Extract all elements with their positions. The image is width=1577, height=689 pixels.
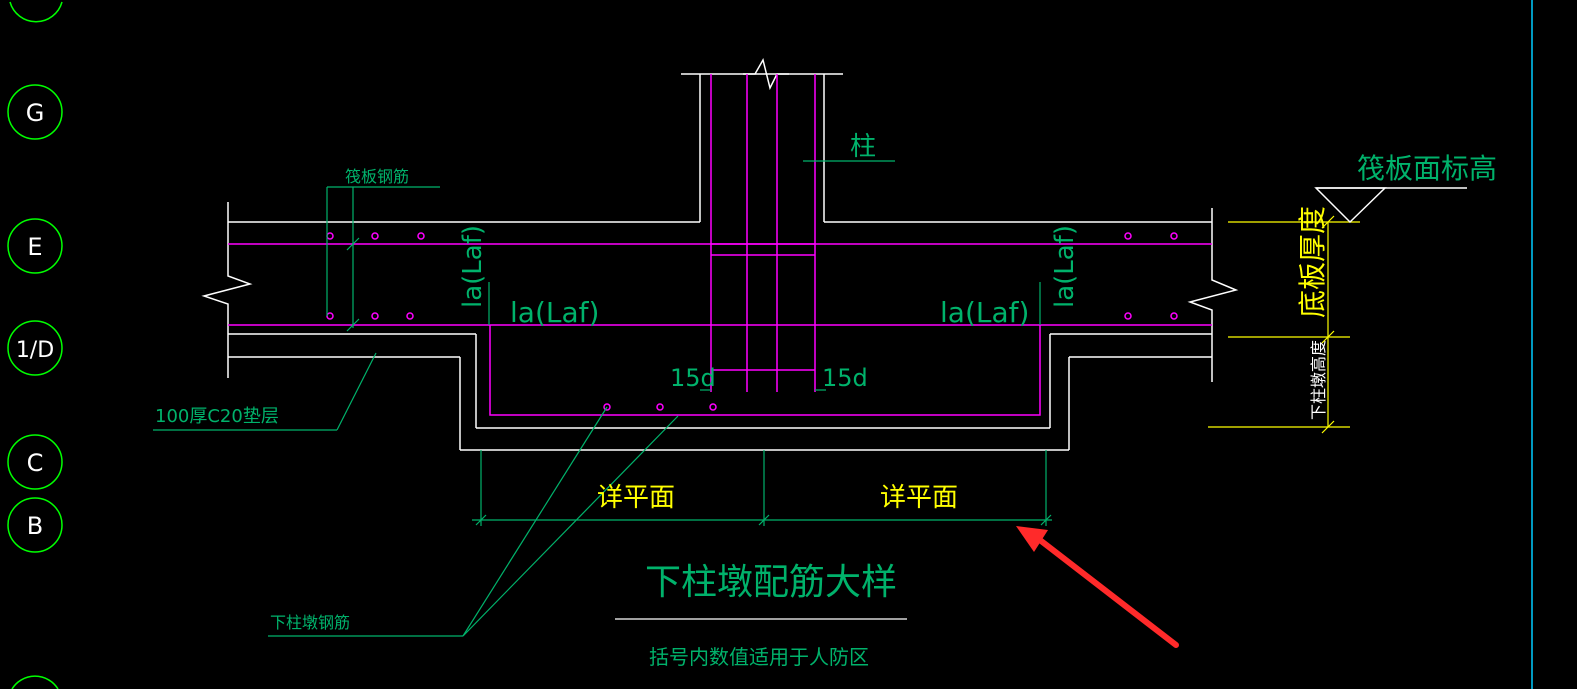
right-dimensions <box>1208 215 1360 434</box>
pier-rebar-leader-2 <box>462 415 679 637</box>
slab-break-right <box>1187 208 1239 382</box>
rebar-dot <box>1170 312 1178 320</box>
dim-tick <box>1321 420 1335 434</box>
anchor-label-horizontal-left: la(Laf) <box>510 296 599 329</box>
plan-dim-tick <box>758 514 770 526</box>
grid-bubble-g <box>7 84 63 140</box>
drawing-title: 下柱墩配筋大样 <box>645 562 897 603</box>
grid-label-g: G <box>26 99 45 127</box>
hook-label-right: 15d <box>822 364 868 392</box>
hook-label-left: 15d <box>670 364 716 392</box>
annotation-lines <box>153 160 1052 637</box>
rebar-dot <box>326 232 334 240</box>
concrete-outline <box>201 58 1239 451</box>
slab-dim-tick <box>346 318 360 332</box>
red-arrow <box>1016 526 1179 648</box>
rebar-dot <box>326 312 334 320</box>
raft-rebar-label: 筏板钢筋 <box>345 167 409 186</box>
grid-bubble-e <box>7 218 63 274</box>
anchor-label-vertical-right: la(Laf) <box>1050 225 1080 308</box>
cushion-leader-d <box>336 352 377 431</box>
grid-label-e: E <box>27 233 42 261</box>
rebar-dot <box>1170 232 1178 240</box>
grid-bubble-partial-bottom <box>11 675 59 689</box>
pier-rebar-leader-1 <box>462 406 608 637</box>
slab-dim-tick <box>346 237 360 251</box>
cushion-label: 100厚C20垫层 <box>155 406 279 427</box>
plan-dim-tick <box>475 514 487 526</box>
grid-bubble-partial-top <box>9 1 63 23</box>
dim-tick <box>1321 330 1335 344</box>
elevation-symbol <box>1314 187 1467 224</box>
pier-bottom-bar <box>489 325 1041 416</box>
dim-tick <box>1321 215 1335 229</box>
rebar-dot <box>656 403 664 411</box>
rebar-dot <box>709 403 717 411</box>
red-arrow-head <box>1016 526 1048 552</box>
rebar-dot <box>371 312 379 320</box>
bottom-slab-thickness-label: 底板厚度 <box>1296 206 1329 318</box>
anchor-label-horizontal-right: la(Laf) <box>940 296 1029 329</box>
plan-dim-tick <box>1040 514 1052 526</box>
grid-bubble-b <box>7 497 63 553</box>
column-break-symbol <box>743 58 789 91</box>
rebar <box>228 74 1212 416</box>
rebar-dot <box>1124 232 1132 240</box>
rebar-dot <box>371 232 379 240</box>
red-arrow-shaft <box>1033 534 1179 648</box>
rebar-dot <box>417 232 425 240</box>
grid-axis <box>7 1 63 689</box>
rebar-dot <box>406 312 414 320</box>
rebar-dot <box>603 403 611 411</box>
grid-label-b: B <box>27 512 43 540</box>
anchor-label-vertical-left: la(Laf) <box>458 225 488 308</box>
rebar-dot <box>1124 312 1132 320</box>
grid-bubble-1d <box>7 320 63 376</box>
drawing-note: 括号内数值适用于人防区 <box>649 645 869 669</box>
see-plan-right-label: 详平面 <box>880 483 958 513</box>
grid-label-c: C <box>27 449 44 477</box>
see-plan-left-label: 详平面 <box>597 483 675 513</box>
pier-height-label: 下柱墩高度 <box>1309 340 1328 420</box>
slab-break-left <box>201 202 253 378</box>
column-label: 柱 <box>850 132 876 162</box>
grid-label-1d: 1/D <box>16 338 54 363</box>
pier-rebar-label: 下柱墩钢筋 <box>270 613 350 632</box>
grid-bubble-c <box>7 434 63 490</box>
raft-top-elevation-label: 筏板面标高 <box>1357 152 1497 185</box>
